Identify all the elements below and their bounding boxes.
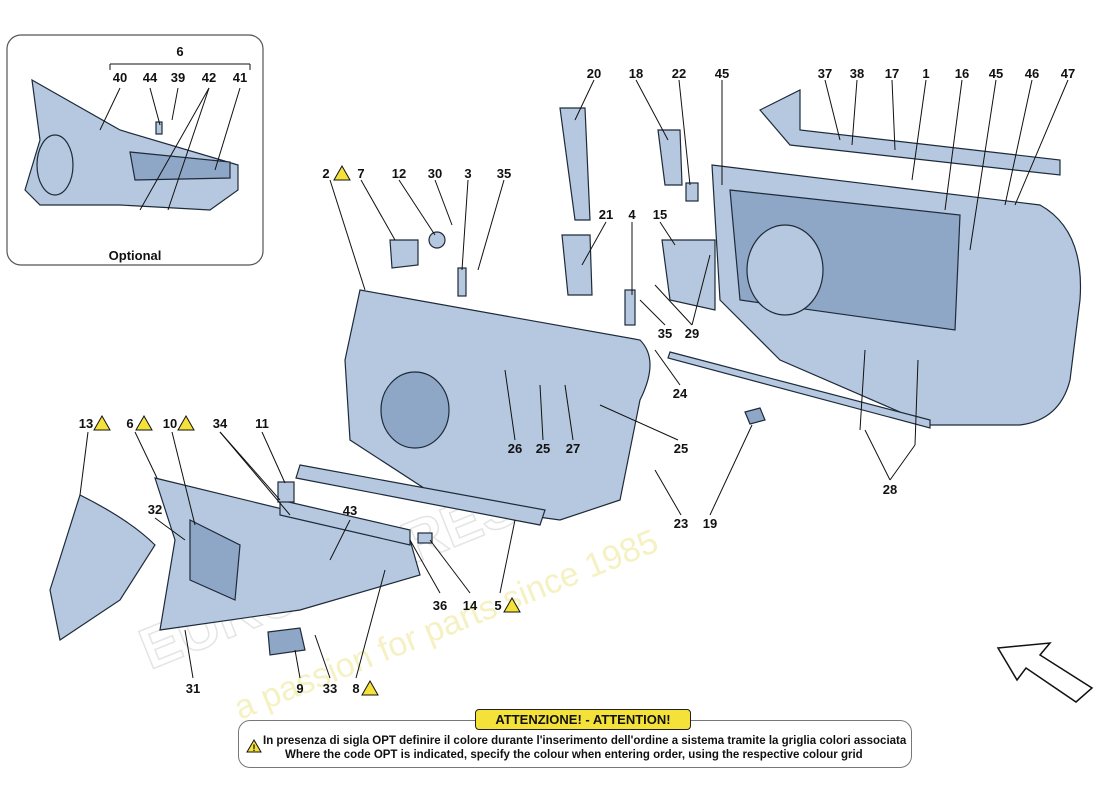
callout-35b: 35: [658, 326, 672, 341]
callout-37: 37: [818, 66, 832, 81]
warning-triangle-icon: [503, 596, 521, 613]
bracket-15: [661, 239, 716, 311]
callout-38: 38: [850, 66, 864, 81]
leader-lines: [79, 79, 1069, 679]
inset-label-39: 39: [171, 70, 185, 85]
warning-triangle-icon: [177, 414, 195, 431]
callout-1: 1: [922, 66, 929, 81]
callout-13: 13: [79, 416, 93, 431]
callout-17: 17: [885, 66, 899, 81]
callout-32: 32: [148, 502, 162, 517]
door-shell: [559, 89, 1082, 429]
callout-10: 10: [163, 416, 177, 431]
warning-triangle-icon: [333, 164, 351, 181]
inset-label-42: 42: [202, 70, 216, 85]
trim-21: [561, 234, 593, 296]
seal-strip: [667, 351, 931, 429]
callout-24: 24: [673, 386, 688, 401]
callout-7: 7: [357, 166, 364, 181]
clip-14: [417, 532, 433, 544]
warning-triangle-icon: !: [246, 739, 262, 753]
grab-handle-10: [189, 519, 241, 601]
callout-2: 2: [322, 166, 329, 181]
trim-20: [559, 107, 591, 221]
trim-speaker: [380, 371, 450, 449]
callout-28: 28: [883, 482, 897, 497]
door-speaker-opening: [746, 224, 824, 316]
inset-speaker: [36, 134, 74, 196]
callout-18: 18: [629, 66, 643, 81]
pocket-13: [49, 494, 156, 641]
callout-47: 47: [1061, 66, 1075, 81]
callout-43: 43: [343, 503, 357, 518]
callout-31: 31: [186, 681, 200, 696]
inset-group-label: 6: [176, 44, 183, 59]
callout-35a: 35: [497, 166, 511, 181]
callout-45b: 45: [989, 66, 1003, 81]
callout-45a: 45: [715, 66, 729, 81]
callout-21: 21: [599, 207, 613, 222]
callout-23: 23: [674, 516, 688, 531]
bracket-11: [277, 481, 295, 503]
bracket-18: [657, 129, 683, 186]
warning-triangle-icon: [361, 679, 379, 696]
optional-inset: 6 40 44 39 42 41 Optional: [6, 34, 264, 266]
callout-20: 20: [587, 66, 601, 81]
callout-27: 27: [566, 441, 580, 456]
callout-16: 16: [955, 66, 969, 81]
lower-trim-assembly: [49, 477, 433, 656]
callout-labels: 20 18 22 45 37 38 17 1 16 45 46 47 2 7 1…: [79, 66, 1075, 696]
callout-46: 46: [1025, 66, 1039, 81]
callout-8: 8: [352, 681, 359, 696]
inset-label-44: 44: [143, 70, 158, 85]
callout-4: 4: [628, 207, 636, 222]
direction-arrow-icon: [996, 642, 1094, 703]
plug-19: [744, 407, 766, 425]
switch-7: [389, 239, 419, 269]
warning-markers: [93, 164, 521, 696]
inset-clip: [155, 121, 163, 135]
inset-armrest: [129, 151, 231, 181]
notice-text-english: Where the code OPT is indicated, specify…: [285, 749, 863, 761]
callout-9: 9: [296, 681, 303, 696]
notice-title: ATTENZIONE! - ATTENTION!: [475, 709, 691, 730]
callout-25b: 25: [674, 441, 688, 456]
warning-triangle-icon: [93, 414, 111, 431]
clip-22: [685, 182, 699, 202]
callout-6: 6: [126, 416, 133, 431]
callout-5: 5: [494, 598, 501, 613]
callout-19: 19: [703, 516, 717, 531]
svg-text:!: !: [253, 743, 256, 753]
door-trim-panel: [295, 231, 651, 526]
callout-22: 22: [672, 66, 686, 81]
callout-3: 3: [464, 166, 471, 181]
callout-25a: 25: [536, 441, 550, 456]
callout-36: 36: [433, 598, 447, 613]
callout-26: 26: [508, 441, 522, 456]
warning-triangle-icon: [135, 414, 153, 431]
bracket-3: [457, 267, 467, 297]
callout-12: 12: [392, 166, 406, 181]
callout-29: 29: [685, 326, 699, 341]
callout-11: 11: [255, 416, 269, 431]
window-channel: [759, 89, 1061, 176]
callout-14: 14: [463, 598, 478, 613]
trim-strip-5: [295, 464, 546, 526]
strip-43: [279, 499, 411, 546]
inset-label-40: 40: [113, 70, 127, 85]
callout-15: 15: [653, 207, 667, 222]
inset-label-41: 41: [233, 70, 247, 85]
switch-9: [267, 627, 306, 656]
handle-12: [428, 231, 446, 249]
inset-caption: Optional: [109, 248, 162, 263]
callout-34: 34: [213, 416, 228, 431]
bracket-4: [624, 289, 636, 326]
callout-30: 30: [428, 166, 442, 181]
callout-33: 33: [323, 681, 337, 696]
notice-text-italian: In presenza di sigla OPT definire il col…: [263, 735, 907, 747]
